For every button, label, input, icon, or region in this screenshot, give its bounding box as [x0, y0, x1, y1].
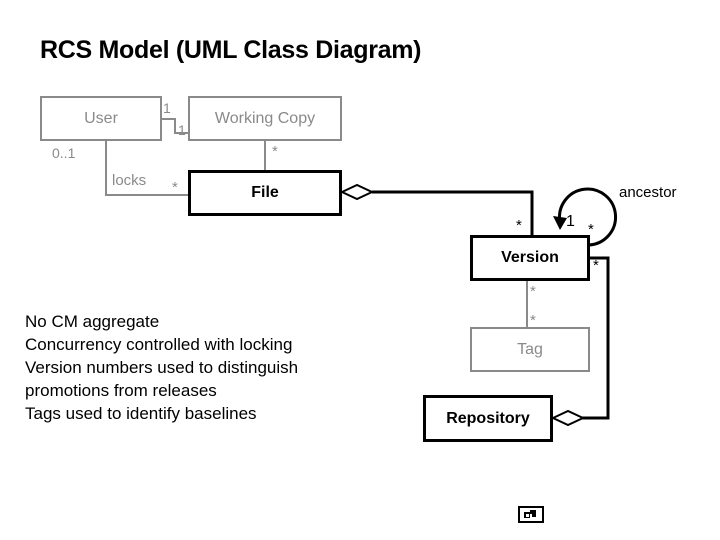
association-label-locks: locks	[112, 172, 147, 189]
class-label-file: File	[251, 184, 279, 201]
multiplicity-user-workingcopy-user: 1	[163, 100, 171, 116]
multiplicity-user-locks-user: 0..1	[52, 145, 76, 161]
page-title: RCS Model (UML Class Diagram)	[40, 36, 422, 64]
multiplicity-file-version: *	[516, 217, 522, 234]
multiplicity-ancestor-star: *	[588, 221, 594, 238]
class-label-working-copy: Working Copy	[214, 109, 316, 127]
embedded-object-icon[interactable]	[518, 506, 544, 523]
note-line-4: promotions from releases	[25, 381, 217, 400]
multiplicity-ancestor-one: 1	[566, 213, 575, 230]
notes-block: No CM aggregate Concurrency controlled w…	[25, 310, 298, 425]
association-label-ancestor: ancestor	[619, 184, 677, 201]
class-label-repository: Repository	[446, 409, 530, 427]
note-line-1: No CM aggregate	[25, 312, 160, 331]
class-box-working-copy[interactable]: Working Copy	[188, 96, 342, 141]
note-line-5: Tags used to identify baselines	[25, 404, 257, 423]
class-label-version: Version	[501, 249, 559, 266]
class-label-user: User	[84, 109, 118, 127]
note-line-2: Concurrency controlled with locking	[25, 335, 293, 354]
multiplicity-tag-version: *	[530, 312, 536, 329]
multiplicity-workingcopy-file: *	[272, 143, 278, 160]
multiplicity-user-workingcopy-copy: 1	[178, 122, 186, 138]
multiplicity-locks-file: *	[172, 179, 178, 196]
multiplicity-version-tag: *	[530, 283, 536, 300]
note-line-3: Version numbers used to distinguish	[25, 358, 299, 377]
class-box-version[interactable]: Version	[470, 235, 590, 281]
class-box-repository[interactable]: Repository	[423, 395, 553, 442]
class-box-file[interactable]: File	[188, 170, 342, 216]
multiplicity-version-repository: *	[593, 257, 599, 274]
class-box-user[interactable]: User	[40, 96, 162, 141]
class-box-tag[interactable]: Tag	[470, 327, 590, 372]
class-label-tag: Tag	[517, 340, 543, 358]
